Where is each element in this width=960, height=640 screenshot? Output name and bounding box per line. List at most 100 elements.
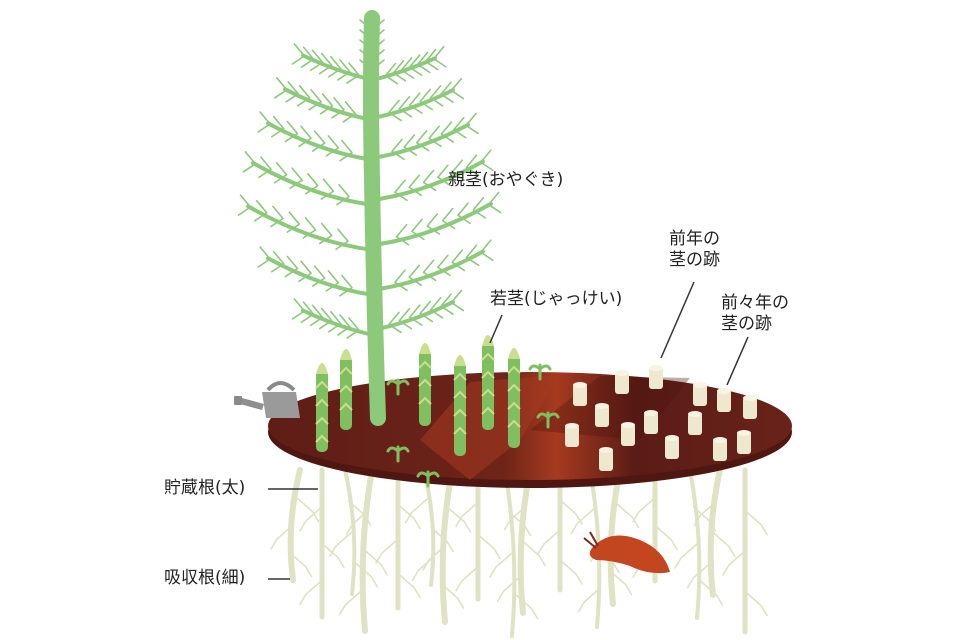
fern-leaflet xyxy=(480,149,494,172)
fern-leaflet xyxy=(440,121,455,143)
fern-branch xyxy=(371,56,437,82)
fern-leaflet xyxy=(426,213,441,235)
stem-stump xyxy=(595,403,609,427)
fern-leaflet xyxy=(257,246,271,268)
label-storage-root: 貯蔵根(太) xyxy=(164,478,246,498)
stem-stump xyxy=(688,411,702,435)
label-parent-stem: 親茎(おやぐき) xyxy=(448,170,564,190)
fern-leaflet xyxy=(308,89,322,111)
fern-leaflet xyxy=(480,239,494,262)
fern-branch xyxy=(371,201,493,247)
storage-root xyxy=(688,468,702,620)
absorbing-root xyxy=(577,586,602,613)
fern-leaflet xyxy=(270,115,285,138)
fern-leaflet xyxy=(337,59,351,81)
stem-stump xyxy=(565,423,579,447)
fern-leaflet xyxy=(437,164,451,187)
fern-leaflet xyxy=(440,81,454,103)
fern-leaflet xyxy=(419,300,433,323)
fern-leaflet xyxy=(457,202,471,225)
fern-leaflet xyxy=(311,130,326,152)
fern-leaflet xyxy=(392,60,407,82)
fern-leaflet xyxy=(408,174,423,197)
absorbing-root xyxy=(693,500,718,527)
fern-leaflet xyxy=(419,88,433,111)
fern-leaflet xyxy=(253,200,268,222)
fern-leaflet xyxy=(270,250,285,273)
seedling xyxy=(386,378,410,396)
fern-leaflet xyxy=(285,81,299,103)
absorbing-root xyxy=(329,531,353,557)
fern-tip-leaflet xyxy=(359,49,385,61)
fern-leaflet xyxy=(328,55,342,78)
fern-leaflet xyxy=(318,52,333,75)
fern-leaflet xyxy=(388,99,402,122)
fern-leaflet xyxy=(465,244,480,267)
fern-leaflet xyxy=(258,156,272,179)
absorbing-root xyxy=(345,509,370,536)
fern-leaflet xyxy=(342,101,357,123)
parent-fern-stem xyxy=(237,10,502,426)
fern-leaflet xyxy=(284,255,299,278)
fern-leaflet xyxy=(398,307,413,330)
absorbing-root xyxy=(299,579,323,606)
fern-leaflet xyxy=(450,77,465,100)
fern-leaflet xyxy=(339,274,353,297)
fern-leaflet xyxy=(336,183,350,206)
fern-leaflet xyxy=(408,264,423,287)
absorbing-root xyxy=(440,583,465,609)
absorbing-root xyxy=(455,565,479,592)
fern-branch xyxy=(371,159,485,202)
leader-prev-year xyxy=(660,281,695,359)
absorbing-root xyxy=(570,508,595,535)
young-spear xyxy=(339,349,353,430)
fern-leaflet xyxy=(291,298,306,320)
fern-leaflet xyxy=(429,85,444,107)
absorbing-root xyxy=(699,580,724,606)
leader-lines xyxy=(268,281,749,580)
fern-tip-leaflet xyxy=(359,39,385,51)
fern-leaflet xyxy=(289,167,303,190)
young-spear xyxy=(315,363,329,452)
fern-leaflet xyxy=(388,311,402,334)
absorbing-root xyxy=(559,559,583,585)
absorbing-root xyxy=(608,569,633,596)
storage-root xyxy=(439,467,455,625)
stem-stump xyxy=(615,370,629,394)
fern-leaflet xyxy=(273,161,288,184)
leader-young-stem xyxy=(489,314,503,344)
absorbing-root xyxy=(744,590,768,617)
fern-branch xyxy=(251,161,375,207)
fern-leaflet xyxy=(309,49,324,72)
seedling xyxy=(416,470,440,488)
fern-leaflet xyxy=(325,135,340,157)
stem-stump xyxy=(737,430,751,454)
fern-leaflet xyxy=(403,134,418,156)
stem-stump xyxy=(743,395,757,419)
absorbing-root xyxy=(364,549,388,576)
fern-leaflet xyxy=(318,307,333,330)
absorbing-root xyxy=(632,496,656,523)
young-spear xyxy=(481,335,495,430)
stem-stump xyxy=(644,410,658,434)
fern-leaflet xyxy=(286,211,301,233)
fern-leaflet xyxy=(320,178,335,200)
fern-leaflet xyxy=(305,172,319,195)
stem-stump xyxy=(573,382,587,406)
fern-leaflet xyxy=(394,269,408,292)
absorbing-root xyxy=(455,501,479,528)
fern-leaflet xyxy=(339,139,353,162)
fern-leaflet xyxy=(242,151,257,173)
slug-icon xyxy=(583,531,670,574)
storage-root xyxy=(287,467,303,583)
absorbing-root xyxy=(477,533,501,560)
absorbing-root xyxy=(288,551,313,578)
fern-leaflet xyxy=(409,92,423,114)
absorbing-root xyxy=(537,529,561,555)
seedling xyxy=(386,445,410,463)
absorbing-root xyxy=(615,502,640,529)
fern-leaflet xyxy=(422,259,437,282)
fern-leaflet xyxy=(319,93,334,115)
stem-stump xyxy=(693,382,707,406)
fern-leaflet xyxy=(394,179,408,202)
